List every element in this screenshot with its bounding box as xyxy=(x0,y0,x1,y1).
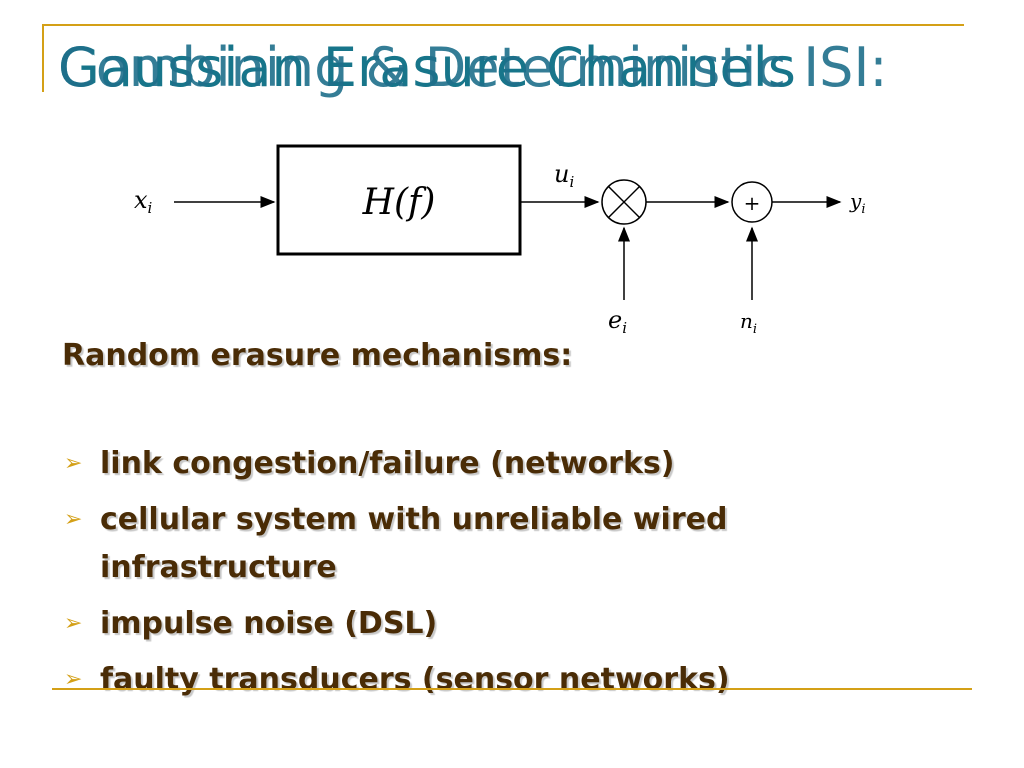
intermediate-label: ui xyxy=(554,160,574,191)
slide-title-overlay: Combining & Deterministic ISI: xyxy=(58,36,888,99)
filter-block xyxy=(276,144,522,256)
arrow-right-icon: ➢ xyxy=(64,507,83,532)
frame-top-rule xyxy=(42,24,964,26)
svg-text:+: + xyxy=(744,191,761,215)
list-item: ➢link congestion/failure (networks) xyxy=(62,440,942,488)
block-diagram: xi H(f) ui ei + ni yi xyxy=(134,144,865,337)
arrow-right-icon: ➢ xyxy=(64,611,83,636)
arrow-right-icon: ➢ xyxy=(64,667,83,692)
arrow-right-icon: ➢ xyxy=(64,451,83,476)
multiplier-node xyxy=(601,179,647,225)
frame-bottom-rule xyxy=(52,688,972,690)
adder-node: + xyxy=(731,181,773,223)
bullet-list: ➢link congestion/failure (networks) ➢cel… xyxy=(62,440,942,712)
output-label: yi xyxy=(849,189,865,217)
list-item: ➢cellular system with unreliable wired i… xyxy=(62,496,942,592)
section-heading: Random erasure mechanisms: xyxy=(62,338,573,373)
slide-title-base: Gaussian Erasure Channels xyxy=(58,36,796,99)
list-item: ➢impulse noise (DSL) xyxy=(62,600,942,648)
erasure-label: ei xyxy=(608,306,627,337)
frame-left-rule xyxy=(42,24,44,92)
input-label: xi xyxy=(134,186,153,217)
list-item: ➢faulty transducers (sensor networks) xyxy=(62,656,942,704)
noise-label: ni xyxy=(740,309,757,337)
filter-label: H(f) xyxy=(362,182,436,223)
